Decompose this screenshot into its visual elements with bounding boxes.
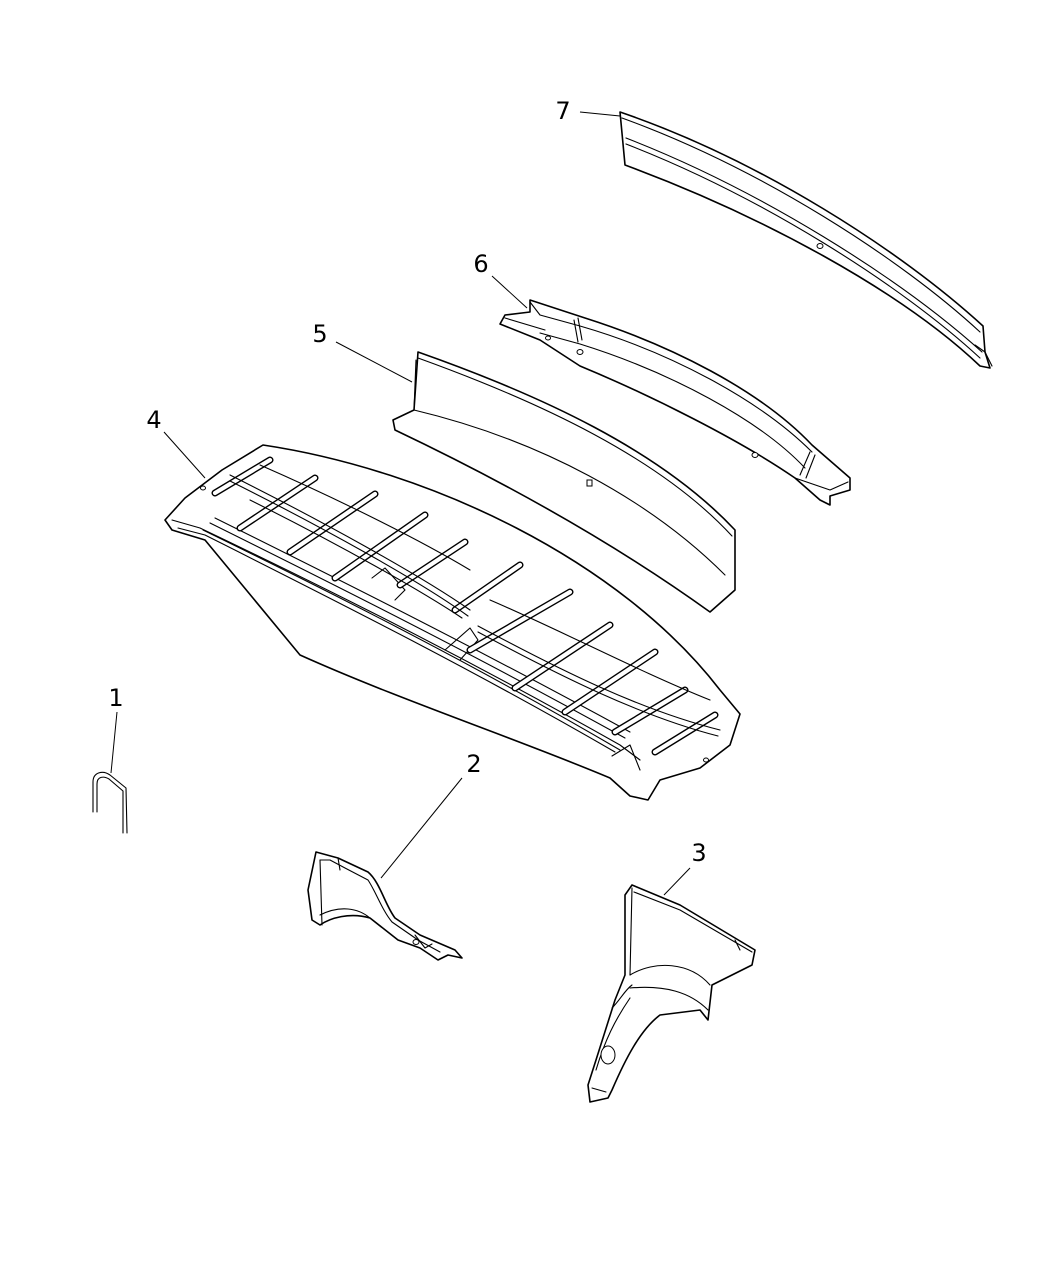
callout-5: 5 (312, 320, 327, 348)
leader-2 (380, 777, 463, 879)
part-7-rear-crossmember (619, 111, 993, 369)
callout-2: 2 (466, 750, 481, 778)
part-1-clip (92, 771, 128, 834)
leader-6 (491, 275, 528, 309)
leader-7 (579, 111, 621, 117)
leader-1 (110, 711, 118, 774)
part-5-closeout-panel (392, 351, 736, 613)
callout-leaders (110, 111, 691, 896)
callout-labels: 1 2 3 4 5 6 7 (108, 97, 706, 867)
part-6-seat-back-support (499, 299, 851, 506)
part-4-rear-shelf-panel (164, 444, 741, 801)
callout-7: 7 (555, 97, 570, 125)
callout-4: 4 (146, 406, 161, 434)
leader-5 (335, 341, 413, 383)
callout-3: 3 (691, 839, 706, 867)
callout-1: 1 (108, 684, 123, 712)
callout-6: 6 (473, 250, 488, 278)
part-2-left-bracket (307, 851, 463, 961)
leader-4 (163, 431, 206, 479)
leader-3 (663, 867, 691, 896)
part-3-right-bracket (587, 884, 756, 1103)
